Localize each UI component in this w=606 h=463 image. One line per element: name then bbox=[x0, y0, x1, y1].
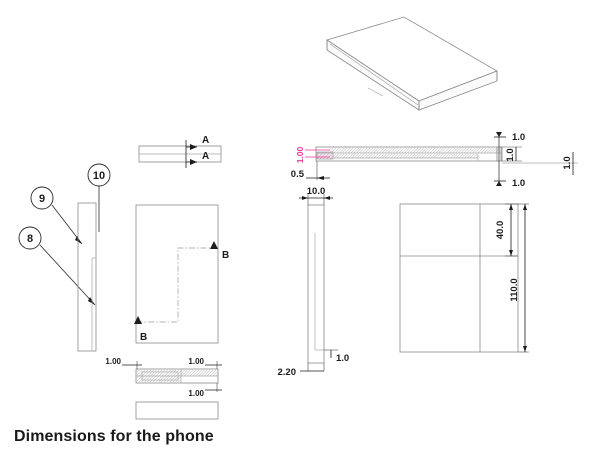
balloon-10-label: 10 bbox=[93, 170, 105, 182]
dim-section-bb-right-bottom: 1.00 bbox=[188, 383, 222, 398]
dim-aa-top-right: 1.0 bbox=[494, 132, 525, 143]
right-face-view: 40.0 110.0 bbox=[399, 203, 529, 353]
dim-right-upper-height: 40.0 bbox=[495, 203, 518, 257]
dim-label-bb-left-top: 1.00 bbox=[105, 357, 121, 366]
dim-aa-bottom-right: 1.0 bbox=[494, 178, 525, 189]
section-arrow-b-left: B bbox=[134, 316, 147, 343]
dim-label-aa-offset: 0.5 bbox=[291, 169, 305, 180]
dim-label-aa-inner-right: 1.0 bbox=[505, 148, 516, 161]
dim-label-aa-bottom-right: 1.0 bbox=[512, 178, 525, 189]
section-b-b-hatched: 1.00 1.00 1.00 bbox=[105, 357, 222, 398]
dim-side-notch: 1.0 bbox=[324, 349, 349, 364]
dim-label-aa-far-right: 1.0 bbox=[562, 156, 573, 169]
dim-side-width: 10.0 bbox=[299, 186, 333, 205]
section-label-b-right: B bbox=[222, 250, 229, 261]
dim-side-thickness: 2.20 bbox=[278, 363, 325, 378]
left-edge-section-view bbox=[77, 202, 97, 352]
dim-aa-far-right: 1.0 bbox=[502, 152, 578, 175]
dim-label-upper-height: 40.0 bbox=[495, 221, 506, 240]
dim-aa-offset: 0.5 bbox=[291, 161, 330, 180]
dim-aa-thickness-pink: 1.00 bbox=[295, 146, 330, 163]
bottom-plate-outline bbox=[135, 401, 219, 420]
balloon-callouts: 10 9 8 bbox=[18, 163, 111, 306]
section-label-a-top: A bbox=[202, 135, 209, 146]
front-view-plate: B B bbox=[134, 204, 229, 344]
dim-section-bb-left-top: 1.00 bbox=[105, 357, 142, 369]
dim-aa-inner-right: 1.0 bbox=[502, 146, 522, 162]
section-a-a-hatched: 1.00 0.5 1.0 1.0 bbox=[291, 132, 578, 189]
balloon-8-label: 8 bbox=[27, 233, 33, 245]
section-label-b-left: B bbox=[140, 332, 147, 343]
balloon-10[interactable]: 10 bbox=[87, 163, 111, 232]
section-arrow-a-top: A bbox=[186, 135, 209, 150]
section-arrow-b-right: B bbox=[210, 241, 229, 261]
top-view-thin-plate: A A bbox=[138, 135, 222, 168]
dim-label-side-width: 10.0 bbox=[307, 186, 326, 197]
dim-label-aa-thickness: 1.00 bbox=[295, 146, 305, 163]
dim-section-bb-right-top: 1.00 bbox=[188, 357, 222, 369]
dim-label-side-notch: 1.0 bbox=[336, 353, 349, 364]
balloon-9[interactable]: 9 bbox=[30, 186, 83, 245]
dim-label-side-thickness: 2.20 bbox=[278, 367, 297, 378]
dim-label-total-height: 110.0 bbox=[509, 278, 520, 301]
side-edge-view: 10.0 1.0 2.20 bbox=[278, 186, 350, 378]
figure-caption: Dimensions for the phone bbox=[14, 428, 214, 445]
dim-label-bb-right-top: 1.00 bbox=[188, 357, 204, 366]
dim-label-bb-right-bottom: 1.00 bbox=[188, 389, 204, 398]
isometric-slab-view bbox=[326, 16, 498, 111]
dim-label-aa-top-right: 1.0 bbox=[512, 132, 525, 143]
balloon-8[interactable]: 8 bbox=[18, 226, 96, 306]
section-arrow-a-bottom: A bbox=[186, 151, 209, 165]
balloon-9-label: 9 bbox=[39, 193, 45, 205]
dim-right-total-height: 110.0 bbox=[509, 203, 529, 353]
section-label-a-bottom: A bbox=[202, 151, 209, 162]
